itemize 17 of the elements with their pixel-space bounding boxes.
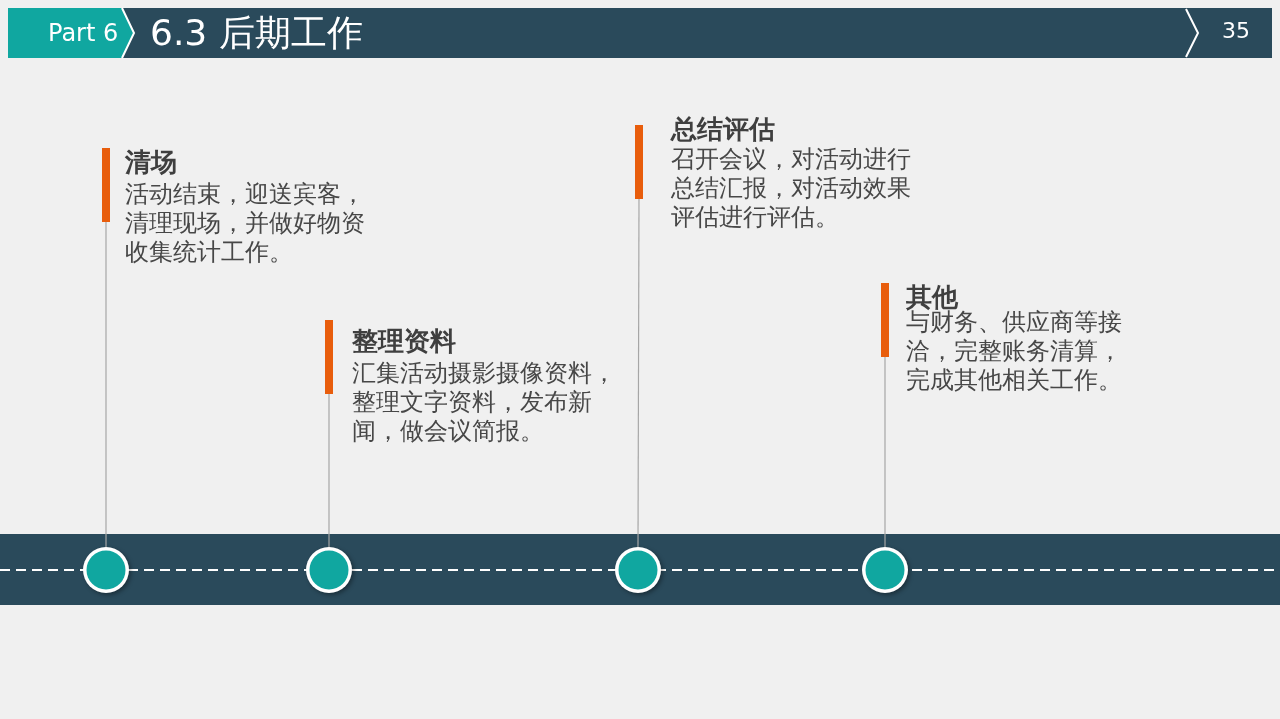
- section-label: Part 6: [48, 18, 119, 48]
- step-description: 活动结束，迎送宾客，清理现场，并做好物资收集统计工作。: [125, 180, 366, 267]
- step-heading: 整理资料: [352, 326, 457, 356]
- timeline-circle: [862, 547, 908, 593]
- connector-line: [884, 356, 886, 548]
- slide-title: 6.3 后期工作: [150, 11, 363, 55]
- connector-line: [637, 198, 640, 548]
- page-number: 35: [1222, 17, 1250, 45]
- connector-line: [328, 393, 330, 548]
- connector-line: [105, 221, 107, 548]
- step-heading: 清场: [125, 147, 178, 177]
- step-description: 召开会议，对活动进行总结汇报，对活动效果评估进行评估。: [671, 145, 912, 232]
- step-heading: 总结评估: [671, 114, 776, 144]
- step-description: 汇集活动摄影摄像资料，整理文字资料，发布新闻，做会议简报。: [352, 359, 617, 446]
- timeline-circle: [615, 547, 661, 593]
- timeline-circle: [83, 547, 129, 593]
- timeline-circle: [306, 547, 352, 593]
